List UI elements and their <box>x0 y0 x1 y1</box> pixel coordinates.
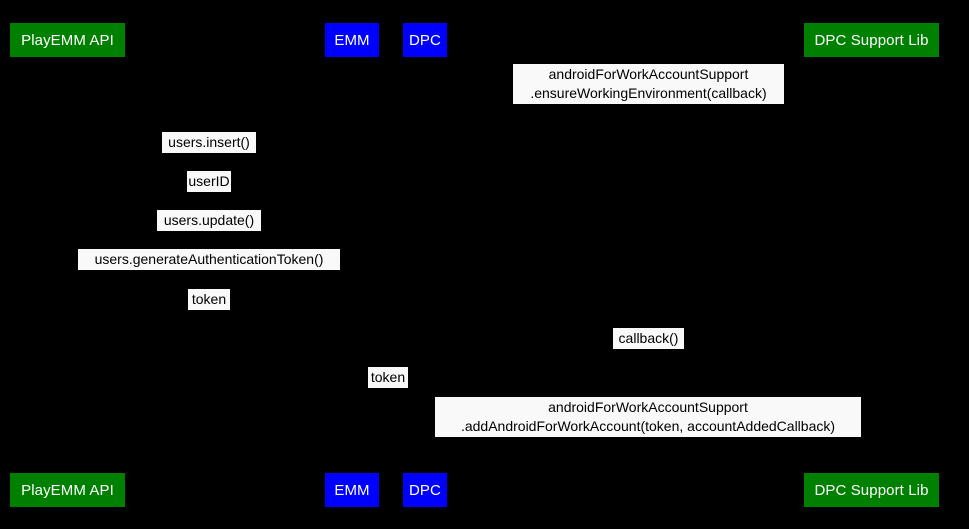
participant-emm-top[interactable]: EMM <box>325 23 379 57</box>
message-label-callback: callback() <box>613 328 684 349</box>
message-line: androidForWorkAccountSupport <box>548 66 749 82</box>
participant-label: DPC Support Lib <box>814 31 929 49</box>
message-line: callback() <box>618 330 679 346</box>
participant-emm-bottom[interactable]: EMM <box>325 473 379 507</box>
participant-dpc-bottom[interactable]: DPC <box>403 473 447 507</box>
participant-label: DPC Support Lib <box>814 481 929 499</box>
participant-playemm-api-top[interactable]: PlayEMM API <box>10 23 125 57</box>
message-line: .ensureWorkingEnvironment(callback) <box>530 85 767 101</box>
participant-label: PlayEMM API <box>21 481 114 499</box>
message-label-users-insert: users.insert() <box>162 132 256 153</box>
participant-dpc-support-lib-top[interactable]: DPC Support Lib <box>804 23 939 57</box>
message-line: users.insert() <box>168 134 250 150</box>
message-line: token <box>191 291 227 307</box>
participant-playemm-api-bottom[interactable]: PlayEMM API <box>10 473 125 507</box>
participant-dpc-support-lib-bottom[interactable]: DPC Support Lib <box>804 473 939 507</box>
message-line: userID <box>188 173 230 189</box>
message-line: token <box>370 369 406 385</box>
message-line: users.update() <box>163 212 255 228</box>
message-label-token-to-emm: token <box>188 289 230 310</box>
participant-label: DPC <box>409 481 441 499</box>
message-label-users-update: users.update() <box>157 210 261 231</box>
participant-label: DPC <box>409 31 441 49</box>
message-label-users-generate-authentication-token: users.generateAuthenticationToken() <box>78 249 340 270</box>
message-label-add-android-for-work-account: androidForWorkAccountSupport .addAndroidF… <box>435 397 861 437</box>
participant-label: PlayEMM API <box>21 31 114 49</box>
participant-label: EMM <box>334 31 370 49</box>
message-line: androidForWorkAccountSupport <box>548 399 748 415</box>
participant-dpc-top[interactable]: DPC <box>403 23 447 57</box>
message-label-token-to-dpc: token <box>368 367 408 388</box>
message-label-ensure-working-environment: androidForWorkAccountSupport .ensureWorki… <box>513 64 784 104</box>
message-label-user-id: userID <box>187 171 231 192</box>
message-line: .addAndroidForWorkAccount(token, account… <box>460 418 836 434</box>
participant-label: EMM <box>334 481 370 499</box>
message-line: users.generateAuthenticationToken() <box>94 251 324 267</box>
